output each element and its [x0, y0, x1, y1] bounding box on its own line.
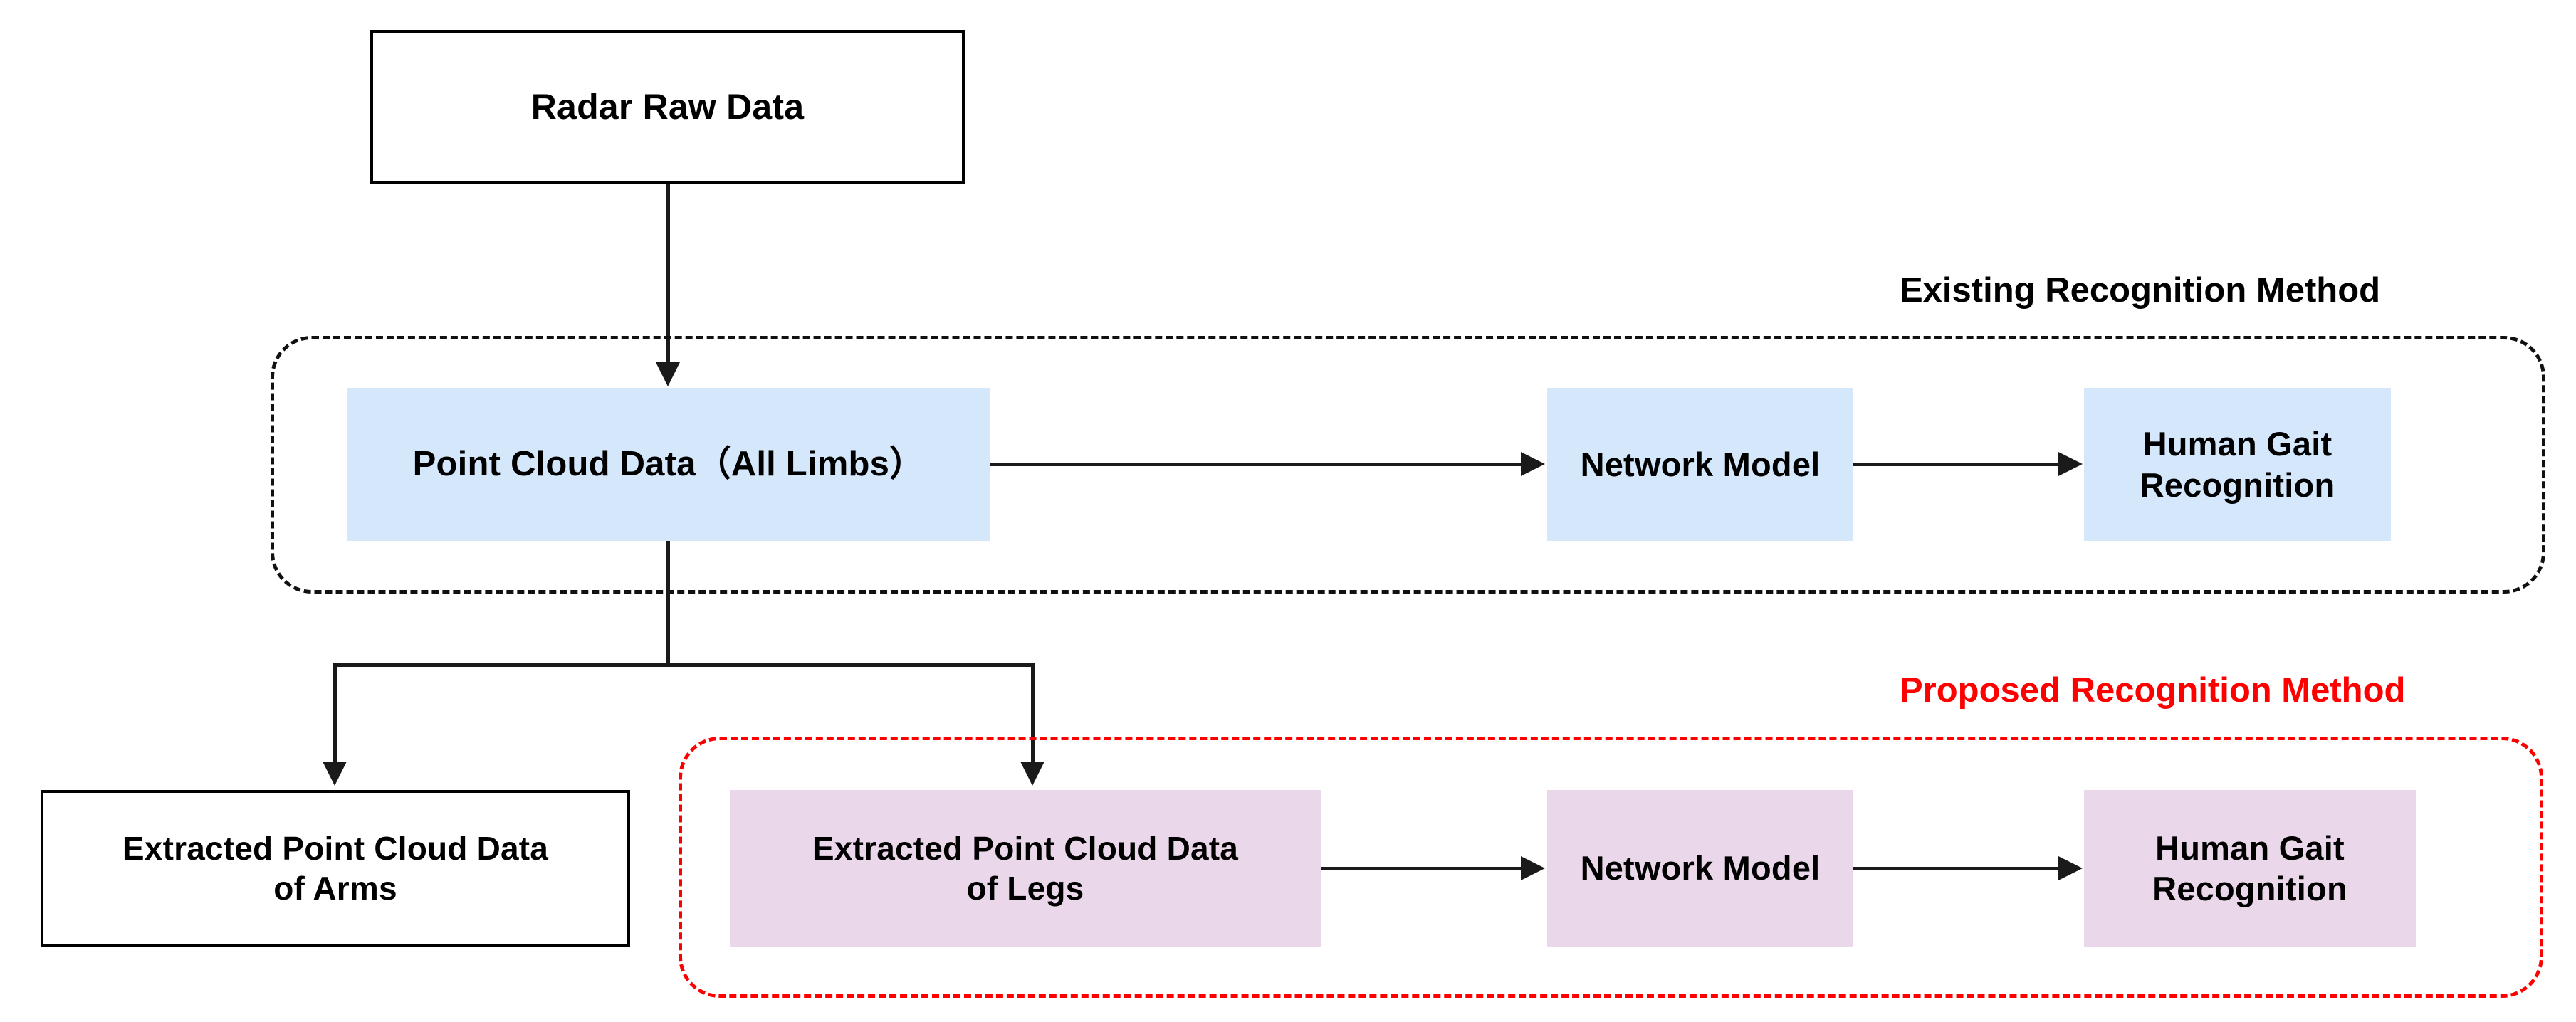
connector-network-to-gait-existing — [1853, 463, 2060, 466]
group-frame-existing-method — [271, 336, 2545, 594]
node-human-gait-recognition-proposed-label-line1: Human Gait — [2155, 828, 2345, 867]
node-human-gait-recognition-existing-label-line2: Recognition — [2140, 465, 2335, 504]
node-human-gait-recognition-proposed-label-line2: Recognition — [2152, 870, 2347, 907]
node-human-gait-recognition-proposed: Human Gait Recognition — [2084, 790, 2416, 947]
node-human-gait-recognition-existing: Human Gait Recognition — [2084, 388, 2391, 541]
node-extracted-arms-label-line1: Extracted Point Cloud Data — [122, 829, 549, 867]
node-extracted-legs: Extracted Point Cloud Data of Legs — [730, 790, 1321, 947]
arrowhead-branch-left-to-arms — [323, 762, 347, 786]
arrowhead-legs-to-network-proposed — [1521, 856, 1545, 880]
node-extracted-arms-label-line2: of Arms — [273, 870, 397, 907]
arrowhead-radar-to-pointcloud — [656, 362, 680, 386]
node-extracted-legs-text: Extracted Point Cloud Data of Legs — [812, 828, 1238, 908]
connector-branch-bar — [333, 663, 1035, 667]
node-point-cloud-all-limbs: Point Cloud Data（All Limbs） — [347, 388, 990, 541]
caption-existing-method: Existing Recognition Method — [1900, 271, 2381, 310]
node-human-gait-recognition-existing-label-line1: Human Gait — [2142, 425, 2332, 463]
node-extracted-arms: Extracted Point Cloud Data of Arms — [41, 790, 630, 947]
node-radar-raw-data: Radar Raw Data — [370, 30, 965, 184]
connector-legs-to-network-proposed — [1321, 867, 1522, 870]
node-human-gait-recognition-proposed-text: Human Gait Recognition — [2152, 828, 2347, 910]
node-human-gait-recognition-existing-text: Human Gait Recognition — [2140, 423, 2335, 505]
group-frame-proposed-method — [679, 737, 2543, 998]
connector-network-to-gait-proposed — [1853, 867, 2060, 870]
node-network-model-proposed: Network Model — [1547, 790, 1853, 947]
node-extracted-arms-text: Extracted Point Cloud Data of Arms — [122, 828, 548, 908]
arrowhead-network-to-gait-proposed — [2058, 856, 2083, 880]
connector-branch-left-to-arms — [333, 663, 337, 764]
node-point-cloud-all-limbs-label: Point Cloud Data（All Limbs） — [412, 444, 925, 483]
node-extracted-legs-label-line2: of Legs — [966, 870, 1084, 907]
node-network-model-proposed-label: Network Model — [1580, 849, 1821, 887]
node-extracted-legs-label-line1: Extracted Point Cloud Data — [812, 829, 1239, 867]
arrowhead-branch-right-to-legs — [1020, 762, 1044, 786]
caption-proposed-method: Proposed Recognition Method — [1900, 671, 2406, 710]
connector-radar-to-pointcloud — [666, 184, 670, 365]
node-network-model-existing: Network Model — [1547, 388, 1853, 541]
arrowhead-pointcloud-to-network-existing — [1521, 452, 1545, 476]
connector-pointcloud-to-network-existing — [990, 463, 1522, 466]
connector-pointcloud-branch-stem — [666, 541, 670, 666]
node-network-model-existing-label: Network Model — [1580, 445, 1821, 483]
connector-branch-right-to-legs — [1031, 663, 1035, 764]
node-radar-raw-data-label: Radar Raw Data — [530, 86, 805, 127]
arrowhead-network-to-gait-existing — [2058, 452, 2083, 476]
